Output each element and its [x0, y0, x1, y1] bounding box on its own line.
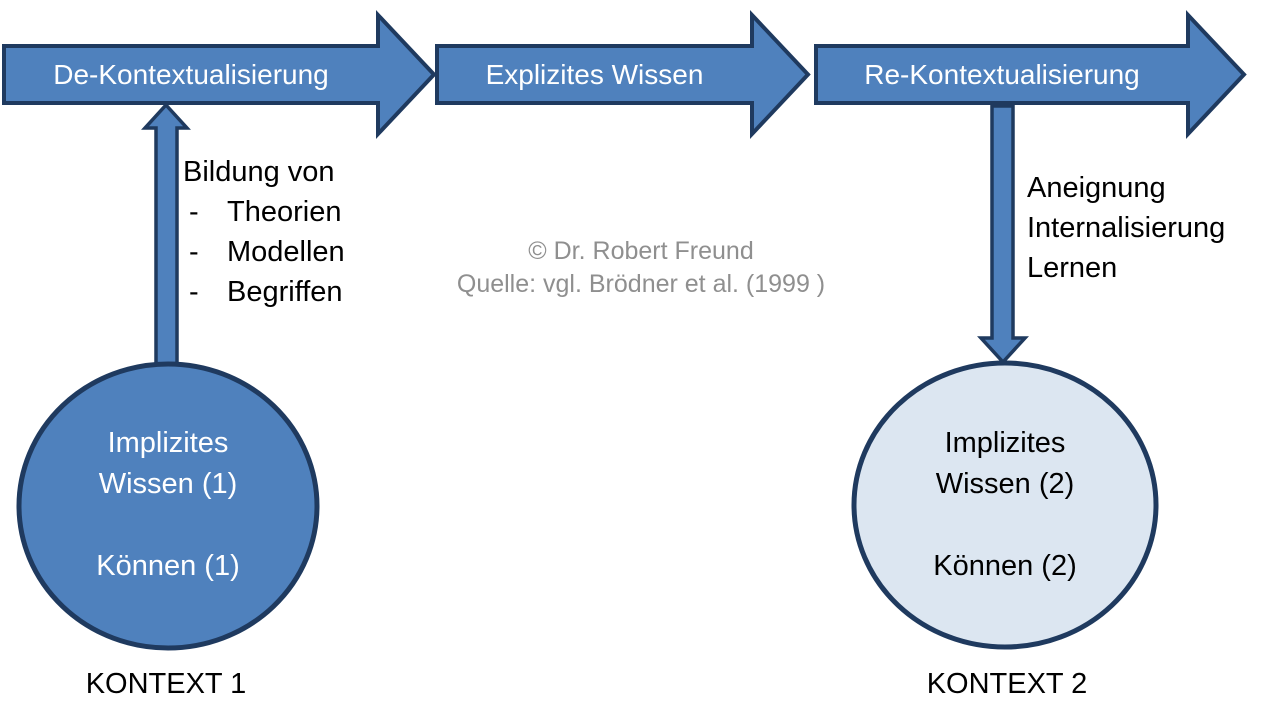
- circle-2-line-3: Können (2): [933, 550, 1077, 582]
- left-annotation-item-label: Theorien: [227, 196, 342, 228]
- circle-2-line-2: Wissen (2): [935, 468, 1075, 500]
- circle-1-text: Implizites Wissen (1) Können (1): [18, 423, 318, 587]
- de-kontextualisierung-arrow: [2, 9, 437, 140]
- left-annotation: Bildung von - Theorien - Modellen - Begr…: [183, 152, 345, 312]
- bullet-dash: -: [189, 196, 199, 228]
- right-annotation-line: Aneignung: [1027, 172, 1166, 204]
- re-kontextualisierung-arrow: [814, 9, 1247, 140]
- flow-step-3-label: Re-Kontextualisierung: [864, 58, 1140, 90]
- left-annotation-item-label: Modellen: [227, 236, 345, 268]
- implicit-knowledge-1-circle: [16, 361, 320, 651]
- implicit-knowledge-2-circle: [851, 360, 1159, 650]
- left-annotation-item-label: Begriffen: [227, 276, 343, 308]
- credit-note: © Dr. Robert Freund Quelle: vgl. Brödner…: [457, 235, 825, 301]
- flow-step-1-label: De-Kontextualisierung: [53, 58, 329, 90]
- left-annotation-item: - Theorien: [183, 192, 345, 232]
- bullet-dash: -: [189, 236, 199, 268]
- flow-step-2-label: Explizites Wissen: [485, 58, 704, 90]
- circle-1-line-3: Können (1): [96, 550, 240, 582]
- right-annotation-line: Internalisierung: [1027, 212, 1226, 244]
- left-annotation-item: - Begriffen: [183, 272, 345, 312]
- up-arrow: [141, 102, 191, 374]
- circle-2-text: Implizites Wissen (2) Können (2): [855, 423, 1155, 587]
- right-annotation: Aneignung Internalisierung Lernen: [1027, 168, 1225, 288]
- circle-2-spacer: [855, 505, 1155, 546]
- left-annotation-title: Bildung von: [183, 156, 335, 188]
- left-annotation-item: - Modellen: [183, 232, 345, 272]
- circle-1-line-1: Implizites: [107, 427, 229, 459]
- down-arrow: [977, 104, 1029, 365]
- circle-1-spacer: [18, 505, 318, 546]
- kontext-1-caption: KONTEXT 1: [85, 668, 247, 700]
- credit-line-2: Quelle: vgl. Brödner et al. (1999 ): [456, 270, 826, 298]
- circle-2-line-1: Implizites: [944, 427, 1066, 459]
- kontext-2-caption: KONTEXT 2: [926, 668, 1088, 700]
- circle-1-line-2: Wissen (1): [98, 468, 238, 500]
- credit-line-1: © Dr. Robert Freund: [528, 237, 754, 265]
- right-annotation-line: Lernen: [1027, 252, 1118, 284]
- explizites-wissen-arrow: [435, 9, 811, 140]
- bullet-dash: -: [189, 276, 199, 308]
